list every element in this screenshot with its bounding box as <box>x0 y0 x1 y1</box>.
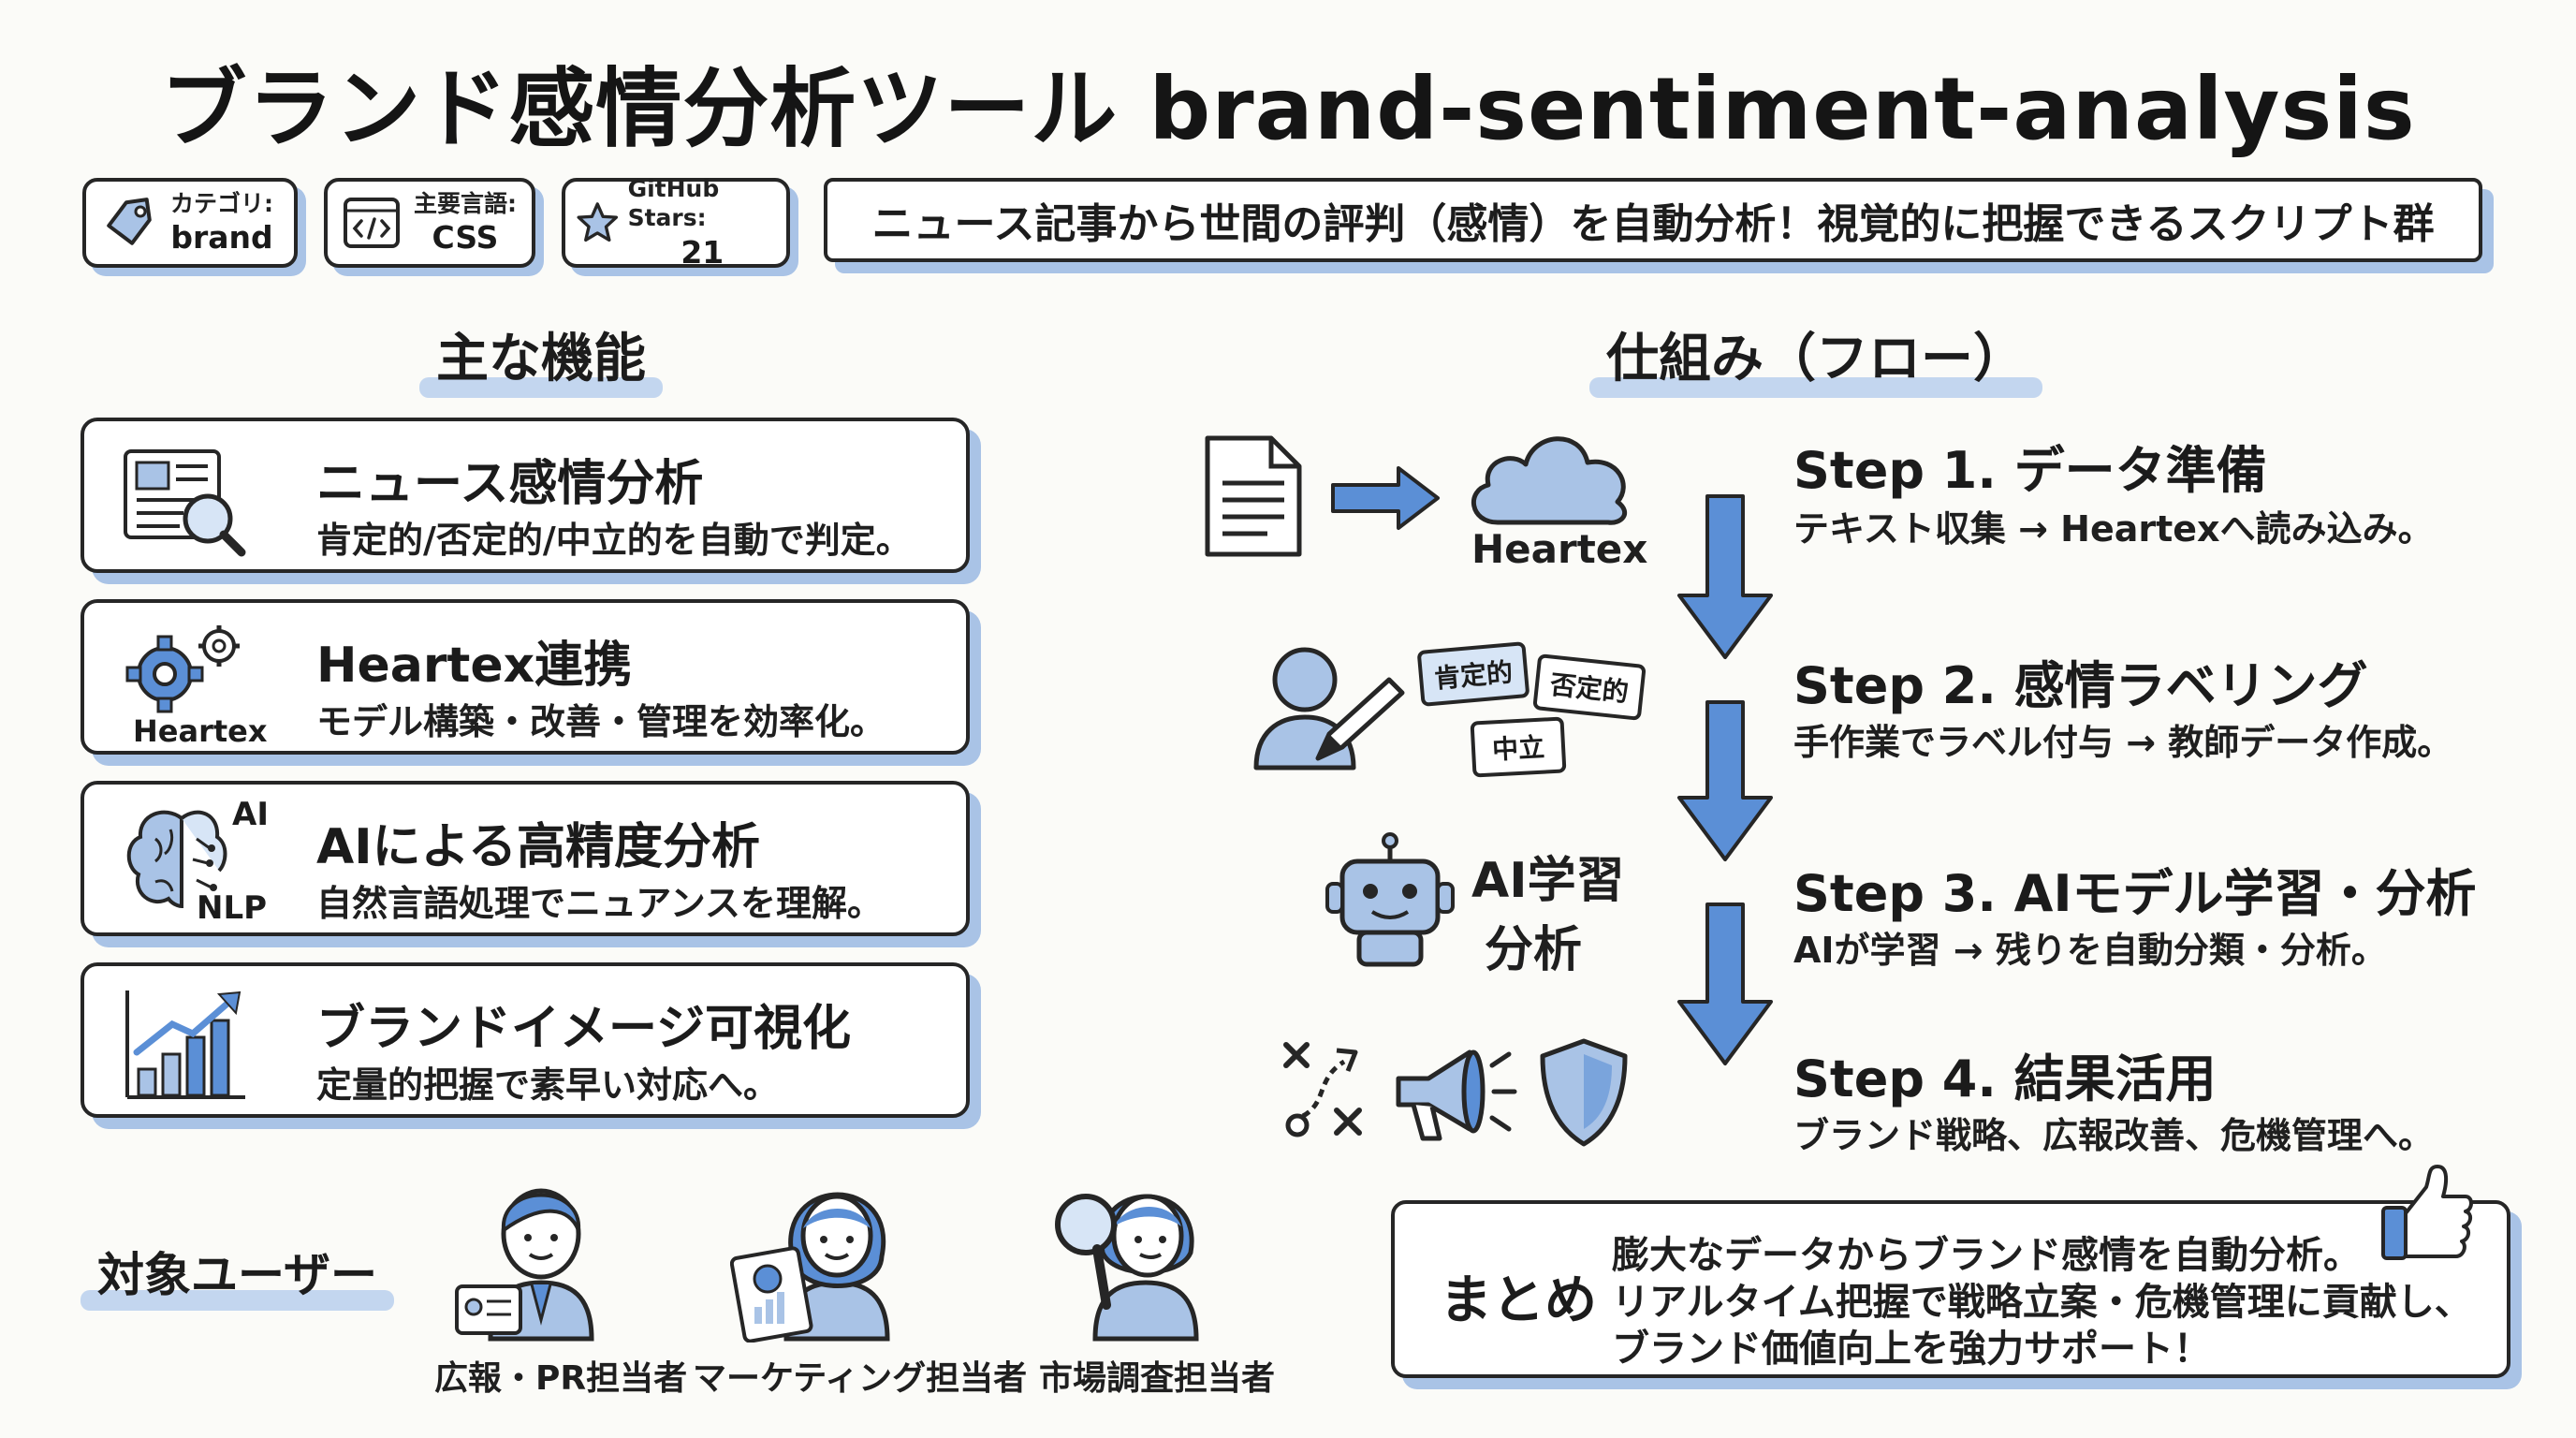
tag-positive: 肯定的 <box>1416 641 1530 707</box>
marketing-person-icon <box>730 1192 890 1343</box>
page-title: ブランド感情分析ツール brand-sentiment-analysis <box>160 59 2416 159</box>
tag-neutral: 中立 <box>1470 716 1567 778</box>
feature-title: ニュース感情分析 <box>316 456 704 512</box>
brain-icon <box>126 810 227 909</box>
language-badge: 主要言語: CSS <box>324 178 535 268</box>
badge-value: brand <box>170 219 273 256</box>
badge-value: 21 <box>681 233 724 271</box>
features-heading: 主な機能 <box>419 316 663 398</box>
summary-heading: まとめ <box>1428 1258 1608 1334</box>
feature-title: AIによる高精度分析 <box>316 819 761 875</box>
feature-title: Heartex連携 <box>316 638 633 694</box>
arrow-down-icon <box>1677 494 1773 659</box>
summary-box: まとめ 膨大なデータからブランド感情を自動分析。 リアルタイム把握で戦略立案・危… <box>1391 1200 2510 1378</box>
stars-badge: GitHub Stars: 21 <box>562 175 790 271</box>
feature-title: ブランドイメージ可視化 <box>316 1001 851 1057</box>
feature-desc: 定量的把握で素早い対応へ。 <box>316 1064 780 1106</box>
research-person-icon <box>1055 1194 1199 1342</box>
icon-label: NLP <box>197 889 268 927</box>
feature-desc: 自然言語処理でニュアンスを理解。 <box>316 883 883 924</box>
arrow-right-icon <box>1331 466 1440 530</box>
step-desc: 手作業でラベル付与 → 教師データ作成。 <box>1793 722 2453 763</box>
summary-line: リアルタイム把握で戦略立案・危機管理に貢献し、 <box>1612 1281 2472 1324</box>
cloud-icon <box>1471 436 1628 525</box>
arrow-down-icon <box>1677 902 1773 1065</box>
heartex-label: Heartex <box>1471 526 1648 572</box>
megaphone-icon <box>1396 1049 1517 1141</box>
icon-label: Heartex <box>133 713 268 749</box>
step-title: Step 3. AIモデル学習・分析 <box>1793 864 2477 923</box>
step-title: Step 1. データ準備 <box>1793 441 2267 500</box>
user-label: マーケティング担当者 <box>693 1359 1028 1398</box>
step-desc: ブランド戦略、広報改善、危機管理へ。 <box>1793 1115 2435 1156</box>
gears-icon <box>125 625 240 713</box>
badge-label: 主要言語: <box>414 189 517 217</box>
description-box: ニュース記事から世間の評判（感情）を自動分析！視覚的に把握できるスクリプト群 <box>824 178 2482 262</box>
step-title: Step 2. 感情ラベリング <box>1793 656 2368 715</box>
step-desc: AIが学習 → 残りを自動分類・分析。 <box>1793 930 2387 971</box>
newspaper-magnifier-icon <box>124 449 246 557</box>
feature-card: ニュース感情分析 肯定的/否定的/中立的を自動で判定。 <box>80 418 970 573</box>
shield-icon <box>1540 1038 1628 1147</box>
category-badge: カテゴリ: brand <box>82 178 298 268</box>
tag-icon <box>107 198 152 245</box>
ai-label: AI学習 <box>1471 853 1625 909</box>
step-desc: テキスト収集 → Heartexへ読み込み。 <box>1793 508 2434 550</box>
bar-chart-icon <box>125 990 245 1099</box>
pr-person-icon <box>455 1188 594 1342</box>
feature-card: ブランドイメージ可視化 定量的把握で素早い対応へ。 <box>80 962 970 1118</box>
ai-label: 分析 <box>1485 922 1583 978</box>
strategy-icon <box>1283 1042 1362 1137</box>
step-title: Step 4. 結果活用 <box>1793 1049 2217 1108</box>
document-icon <box>1205 435 1302 557</box>
badge-value: CSS <box>432 219 499 256</box>
user-label: 広報・PR担当者 <box>434 1359 688 1398</box>
feature-card: Heartex Heartex連携 モデル構築・改善・管理を効率化。 <box>80 599 970 755</box>
star-icon <box>577 202 619 242</box>
summary-line: ブランド価値向上を強力サポート！ <box>1612 1328 2211 1371</box>
thumbs-up-icon <box>2381 1165 2473 1260</box>
person-pen-icon <box>1253 647 1405 770</box>
code-icon <box>344 198 400 248</box>
feature-desc: モデル構築・改善・管理を効率化。 <box>316 701 886 742</box>
icon-label: AI <box>232 796 269 833</box>
badge-label: GitHub Stars: <box>627 175 720 232</box>
badge-label: カテゴリ: <box>170 189 273 217</box>
user-label: 市場調査担当者 <box>1039 1359 1276 1398</box>
flow-heading: 仕組み（フロー） <box>1589 316 2042 398</box>
summary-line: 膨大なデータからブランド感情を自動分析。 <box>1612 1234 2361 1277</box>
robot-icon <box>1325 832 1455 967</box>
feature-desc: 肯定的/否定的/中立的を自動で判定。 <box>316 520 912 561</box>
feature-card: AI NLP AIによる高精度分析 自然言語処理でニュアンスを理解。 <box>80 781 970 936</box>
tag-negative: 否定的 <box>1532 653 1647 721</box>
arrow-down-icon <box>1677 700 1773 861</box>
users-heading: 対象ユーザー <box>80 1238 394 1311</box>
